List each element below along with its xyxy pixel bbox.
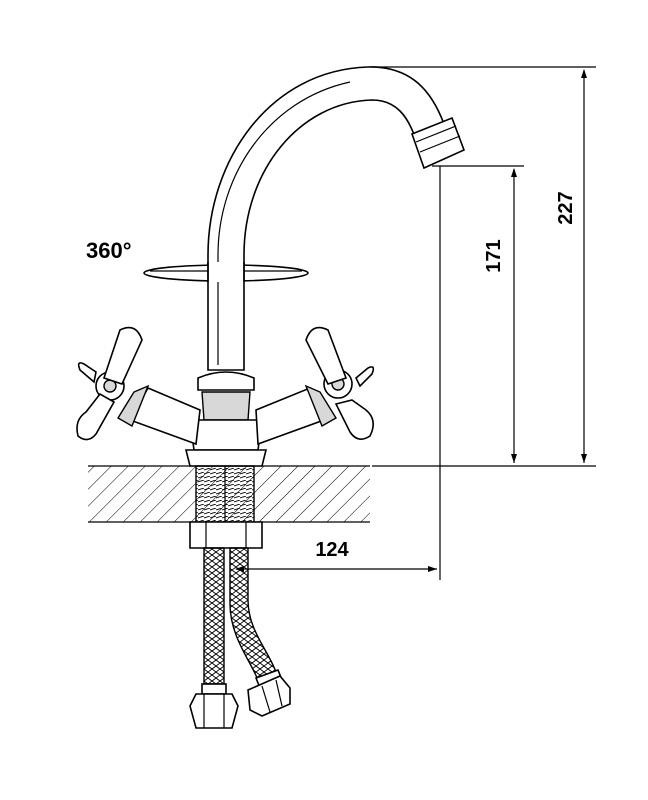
right-hose [229, 547, 291, 717]
dimension-spout-height [432, 165, 524, 463]
spout-height-label: 171 [483, 239, 505, 272]
dimension-total-height [372, 66, 596, 467]
rotation-indicator [143, 262, 309, 282]
left-hose [189, 547, 239, 729]
right-valve [255, 326, 375, 446]
spout-reach-label: 124 [315, 539, 349, 561]
total-height-label: 227 [555, 191, 577, 224]
threaded-shank [189, 465, 263, 549]
aerator [410, 116, 466, 170]
dimension-spout-reach [235, 166, 441, 580]
faucet-body [184, 371, 268, 467]
spout [207, 66, 445, 371]
rotation-label: 360° [86, 238, 132, 263]
left-valve [76, 326, 201, 446]
